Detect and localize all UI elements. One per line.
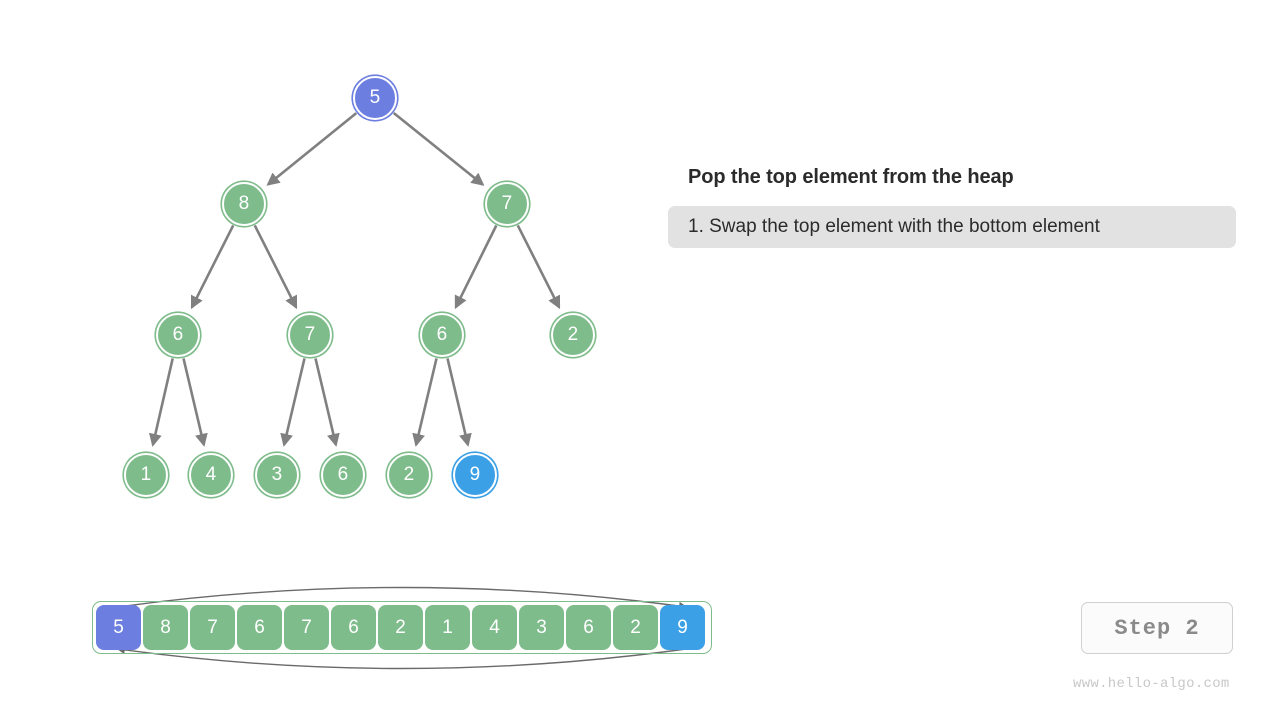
tree-node-8: 4 [189, 453, 233, 497]
tree-node-5: 6 [420, 313, 464, 357]
panel-title: Pop the top element from the heap [688, 166, 1014, 188]
array-cell-9: 3 [519, 605, 564, 650]
tree-node-12: 9 [453, 453, 497, 497]
tree-node-0: 5 [353, 76, 397, 120]
watermark: www.hello-algo.com [1073, 676, 1230, 692]
panel-subtitle-box: 1. Swap the top element with the bottom … [668, 206, 1236, 248]
array-cell-6: 2 [378, 605, 423, 650]
tree-node-3: 6 [156, 313, 200, 357]
tree-node-11: 2 [387, 453, 431, 497]
array-cell-10: 6 [566, 605, 611, 650]
step-badge: Step 2 [1081, 602, 1233, 654]
array-cell-7: 1 [425, 605, 470, 650]
array-cell-5: 6 [331, 605, 376, 650]
array-cell-0: 5 [96, 605, 141, 650]
array-cell-8: 4 [472, 605, 517, 650]
tree-node-9: 3 [255, 453, 299, 497]
tree-node-4: 7 [288, 313, 332, 357]
panel-subtitle-text: 1. Swap the top element with the bottom … [688, 216, 1100, 237]
array-cell-1: 8 [143, 605, 188, 650]
tree-node-10: 6 [321, 453, 365, 497]
tree-node-7: 1 [124, 453, 168, 497]
array-cell-4: 7 [284, 605, 329, 650]
array-cell-12: 9 [660, 605, 705, 650]
array-cell-11: 2 [613, 605, 658, 650]
tree-node-2: 7 [485, 182, 529, 226]
tree-node-1: 8 [222, 182, 266, 226]
tree-node-6: 2 [551, 313, 595, 357]
array-cell-3: 6 [237, 605, 282, 650]
array-cell-2: 7 [190, 605, 235, 650]
